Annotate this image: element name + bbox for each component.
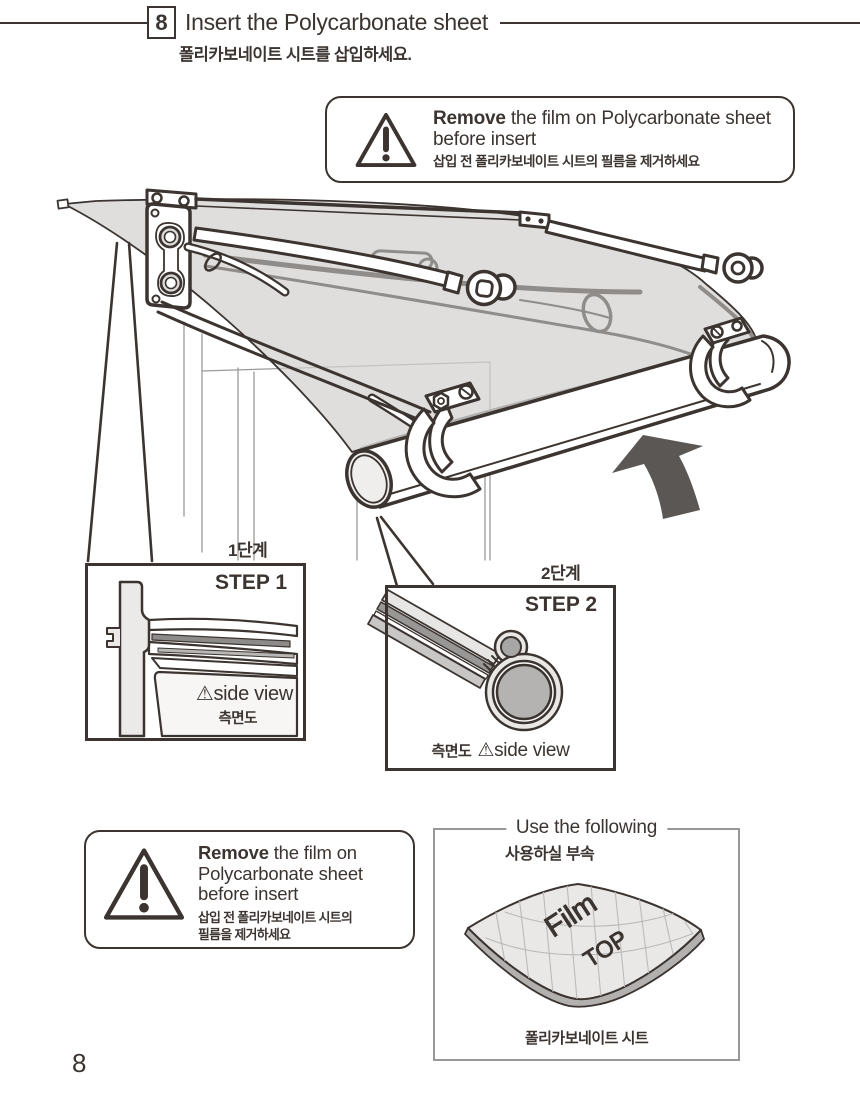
step1-box: STEP 1 ⚠side view 측면도: [85, 563, 306, 741]
film-sheet-drawing: Film TOP: [464, 883, 705, 1008]
page-title-korean: 폴리카보네이트 시트를 삽입하세요.: [179, 46, 412, 64]
warning-top-text: Remove the film on Polycarbonate sheet b…: [433, 108, 793, 169]
step1-side-view-note: ⚠side view: [195, 681, 294, 706]
section-header: 8 Insert the Polycarbonate sheet 폴리카보네이트…: [0, 6, 860, 65]
warning-glyph: ⚠: [477, 740, 495, 761]
warning-top-korean: 삽입 전 폴리카보네이트 시트의 필름을 제거하세요: [433, 153, 700, 169]
step2-side-view-text: side view: [494, 740, 570, 761]
step2-side-view-korean: 측면도: [431, 743, 472, 760]
support-rod-front: [192, 226, 517, 307]
warning-bottom-text: Remove the film on Polycarbonate sheet b…: [198, 842, 403, 944]
step2-section-drawing: [367, 589, 564, 732]
page-title: Insert the Polycarbonate sheet: [185, 9, 488, 35]
step2-box: STEP 2 측면도 ⚠side view: [385, 585, 616, 771]
parts-box: Use the following 사용하실 부속 폴리카보네이트 시트: [433, 817, 740, 1061]
warning-triangle-icon: [355, 112, 417, 168]
page-number: 8: [72, 1048, 87, 1078]
warning-top-bold: Remove: [433, 108, 506, 129]
warning-glyph: ⚠: [195, 683, 214, 705]
step1-label: STEP 1: [215, 571, 287, 594]
header-rule-right: [499, 21, 860, 24]
back-bar: [194, 197, 551, 230]
step2-leader: [375, 515, 435, 588]
warning-top-rest: the film on Polycarbonate sheet before i…: [433, 108, 771, 151]
parts-box-title-korean: 사용하실 부속: [505, 846, 595, 863]
step2-label-korean: 2단계: [541, 564, 581, 583]
step2-label: STEP 2: [525, 593, 597, 616]
step1-side-view-text: side view: [213, 683, 293, 705]
header-rule-left: [0, 21, 147, 24]
step1-label-korean: 1단계: [228, 541, 268, 560]
warning-bottom-korean-line1: 삽입 전 폴리카보네이트 시트의: [198, 910, 353, 926]
warning-box-top: Remove the film on Polycarbonate sheet b…: [325, 96, 795, 183]
tube-clamp-left: [404, 381, 482, 499]
warning-bottom-korean-line2: 필름을 제거하세요: [198, 927, 291, 943]
step1-leader: [86, 241, 154, 563]
warning-box-bottom: Remove the film on Polycarbonate sheet b…: [84, 830, 415, 949]
step1-section-drawing: [106, 580, 299, 738]
tube-clamp-right: [689, 316, 752, 409]
parts-box-title: Use the following: [505, 817, 668, 839]
step2-side-view-note: 측면도 ⚠side view: [388, 739, 613, 762]
warning-bottom-rest: the film on Polycarbonate sheet before i…: [198, 842, 363, 905]
warning-triangle-icon: [103, 848, 185, 920]
warning-bottom-korean: 삽입 전 폴리카보네이트 시트의 필름을 제거하세요: [198, 909, 403, 944]
warning-bottom-bold: Remove: [198, 842, 269, 863]
support-rod-right: [544, 219, 764, 284]
step-number-box: 8: [147, 6, 176, 39]
step1-side-view-korean: 측면도: [218, 711, 257, 727]
wall-bracket: [145, 188, 198, 310]
step-number: 8: [155, 9, 168, 35]
front-bar-tube: [345, 334, 791, 509]
insert-arrow-icon: [612, 435, 703, 519]
parts-box-caption: 폴리카보네이트 시트: [524, 1030, 649, 1047]
